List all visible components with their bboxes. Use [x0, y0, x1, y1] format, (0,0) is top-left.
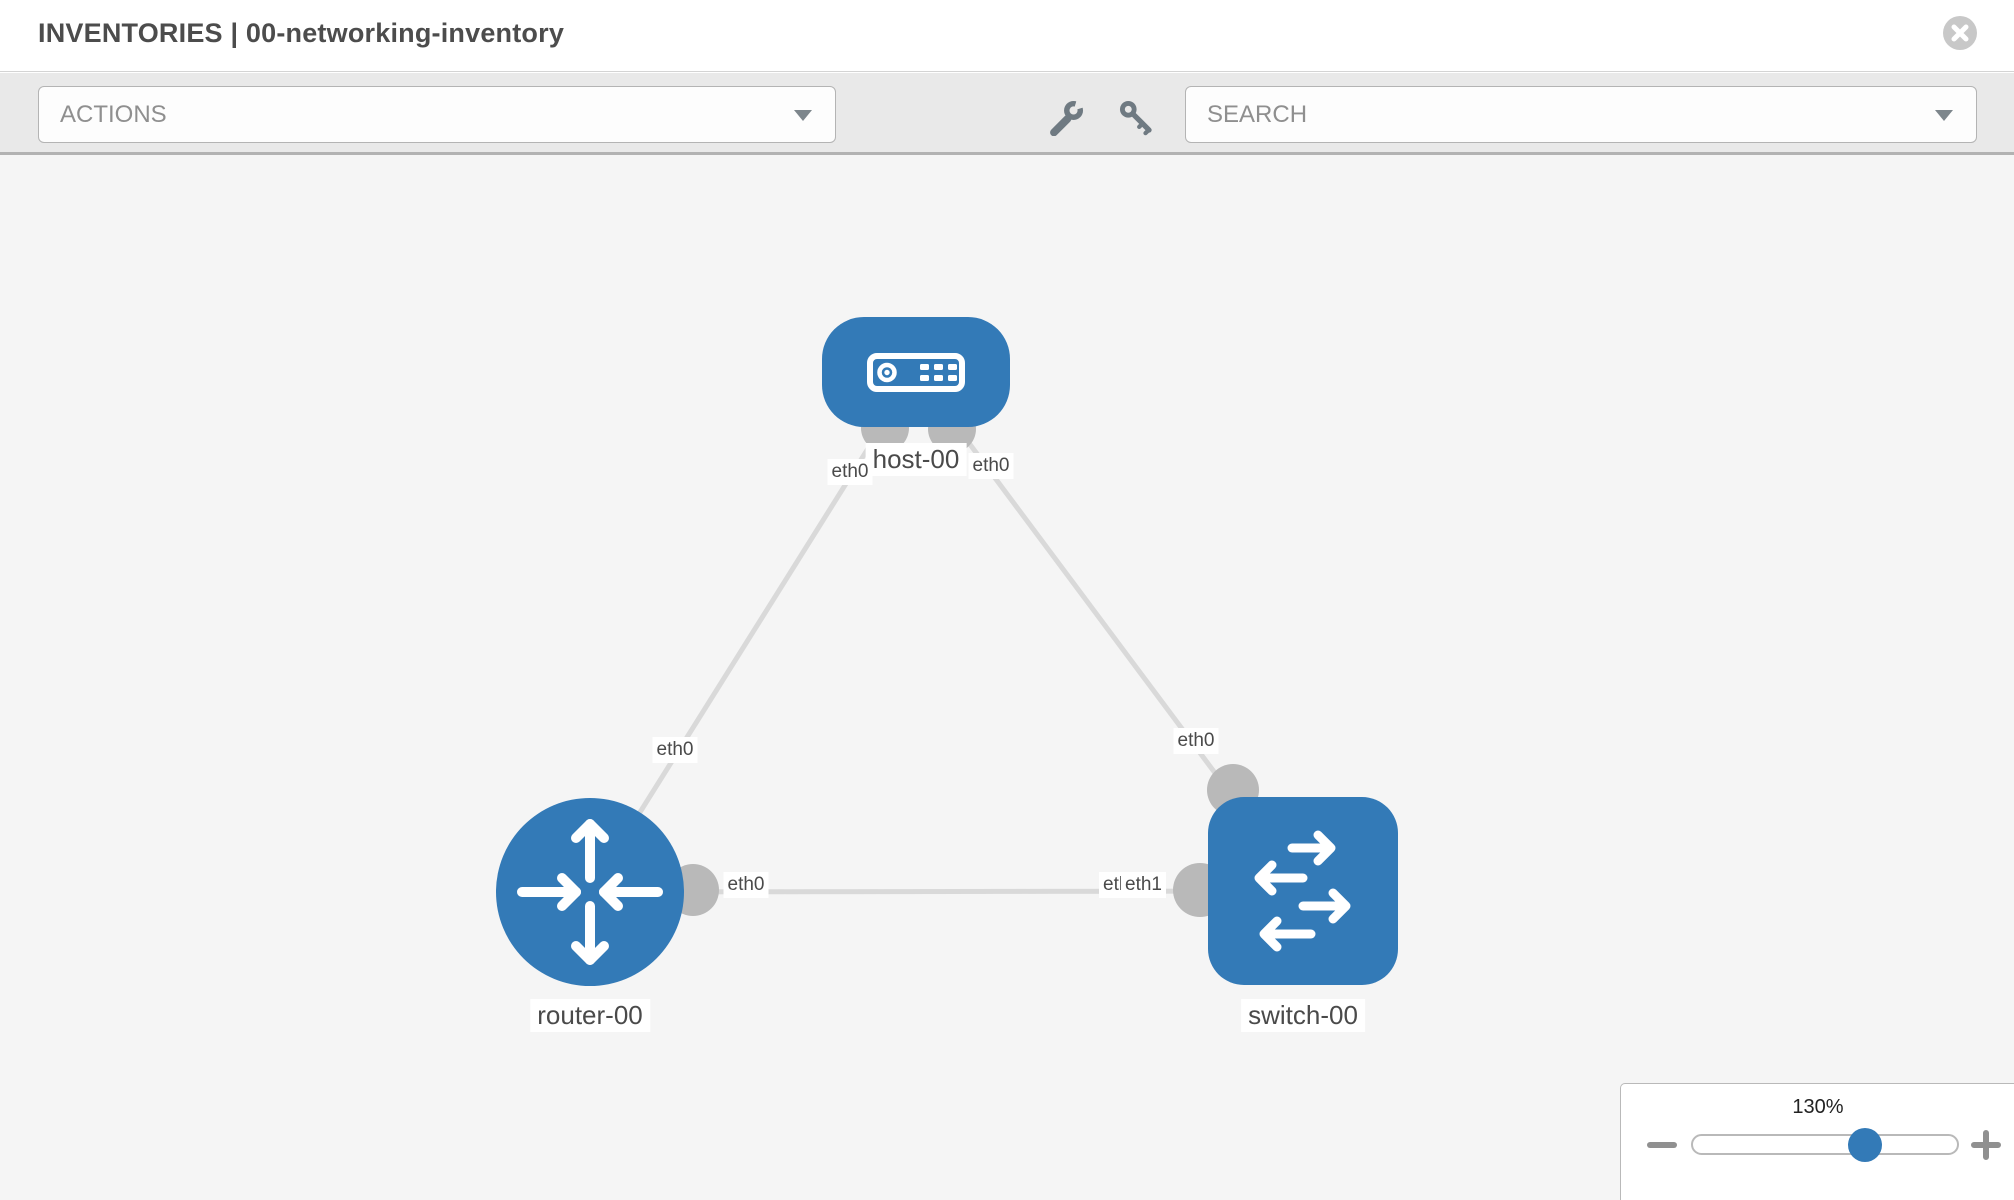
- close-icon[interactable]: [1942, 15, 1978, 51]
- chevron-down-icon: [1935, 109, 1953, 121]
- page-title: INVENTORIES | 00-networking-inventory: [38, 18, 565, 48]
- plus-icon[interactable]: [1971, 1130, 2001, 1160]
- zoom-slider[interactable]: [1691, 1128, 1959, 1162]
- switch-icon: [1254, 830, 1351, 952]
- minus-icon[interactable]: [1647, 1130, 1677, 1160]
- topology-canvas[interactable]: host-00 router-00 switch-00 eth0 eth0 et…: [0, 155, 2014, 1200]
- node-router-00[interactable]: [496, 798, 684, 986]
- header-bar: INVENTORIES | 00-networking-inventory: [0, 0, 2014, 72]
- link-host-router[interactable]: [587, 370, 919, 894]
- key-icon[interactable]: [1117, 98, 1155, 136]
- node-host-00[interactable]: [822, 317, 1010, 427]
- host-device-icon: [867, 353, 965, 392]
- actions-dropdown-label: ACTIONS: [60, 100, 167, 128]
- chevron-down-icon: [794, 109, 812, 121]
- node-label-host: host-00: [865, 443, 967, 476]
- iface-label-switch-eth0-top: eth0: [1173, 728, 1219, 754]
- zoom-control-panel: 130%: [1620, 1083, 2014, 1200]
- iface-label-switch-eth1: eth1: [1121, 872, 1166, 898]
- links-layer: [587, 370, 1306, 917]
- node-label-router: router-00: [530, 999, 650, 1032]
- router-icon: [517, 819, 663, 965]
- toolbar: ACTIONS SEARCH: [0, 73, 2014, 155]
- wrench-icon[interactable]: [1048, 98, 1086, 136]
- iface-label-router-eth0-top: eth0: [652, 737, 698, 763]
- node-switch-00[interactable]: [1208, 797, 1398, 985]
- actions-dropdown[interactable]: ACTIONS: [38, 86, 836, 143]
- search-dropdown-label: SEARCH: [1207, 100, 1308, 128]
- search-dropdown[interactable]: SEARCH: [1185, 86, 1977, 143]
- iface-label-host-eth0-right: eth0: [968, 453, 1014, 479]
- iface-label-router-eth0-right: eth0: [723, 872, 769, 898]
- zoom-slider-knob[interactable]: [1848, 1128, 1882, 1162]
- zoom-level-value: 130%: [1792, 1096, 1844, 1118]
- iface-label-host-eth0-left: eth0: [827, 459, 873, 485]
- node-label-switch: switch-00: [1241, 999, 1365, 1032]
